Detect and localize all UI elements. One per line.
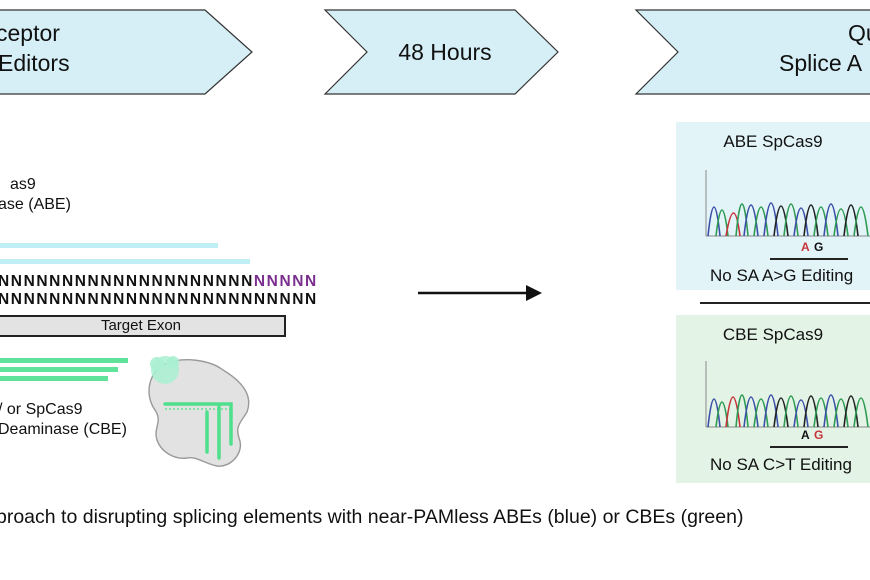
abe-result-panel: ABE SpCas9 A G No SA A>G Editing xyxy=(676,122,870,290)
cbe-panel-note: No SA C>T Editing xyxy=(710,455,852,474)
abe-base-a: A xyxy=(801,240,810,254)
cbe-guide-lines xyxy=(0,358,128,381)
target-exon-box: Target Exon xyxy=(0,315,286,337)
banner-left-line1: ceptor xyxy=(0,20,60,46)
panel-divider xyxy=(700,302,870,304)
right-arrow-icon xyxy=(418,285,542,301)
abe-panel-note: No SA A>G Editing xyxy=(710,266,854,285)
banner-right xyxy=(634,9,870,95)
abe-base-g: G xyxy=(814,240,824,254)
cbe-panel-title: CBE SpCas9 xyxy=(722,325,824,344)
banner-right-line2: Splice A xyxy=(779,50,863,76)
abe-underline xyxy=(770,258,848,260)
sequence-row-1: NNNNNNNNNNNNNNNNNNNNNNNNN xyxy=(0,273,318,291)
cbe-result-panel: CBE SpCas9 A G No SA C>T Editing xyxy=(676,315,870,483)
abe-label-line1: as9 xyxy=(10,176,36,193)
cbe-label-line2: Deaminase (CBE) xyxy=(0,421,127,438)
cbe-base-g: G xyxy=(814,428,824,442)
abe-guide-lines xyxy=(0,243,250,264)
cbe-label: / or SpCas9 Deaminase (CBE) xyxy=(0,400,127,440)
abe-label: as9 ase (ABE) xyxy=(0,175,71,215)
abe-panel-title: ABE SpCas9 xyxy=(723,132,823,151)
banner-right-text: Qu Splice A xyxy=(770,18,870,78)
banner-middle xyxy=(323,9,559,95)
cbe-underline xyxy=(770,446,848,448)
sequence-row-2: NNNNNNNNNNNNNNNNNNNNNNNNN xyxy=(0,291,318,308)
cbe-base-a: A xyxy=(801,428,810,442)
cas-protein-icon xyxy=(148,356,250,467)
process-banners xyxy=(0,9,870,95)
banner-middle-text: 48 Hours xyxy=(398,39,492,65)
banner-left xyxy=(0,9,253,95)
cbe-label-line1: / or SpCas9 xyxy=(0,401,83,418)
banner-right-line1: Qu xyxy=(848,20,870,46)
figure-caption: proach to disrupting splicing elements w… xyxy=(0,506,744,528)
abe-label-line2: ase (ABE) xyxy=(0,196,71,213)
abe-chromatogram xyxy=(705,170,870,237)
banner-left-text: ceptor Editors xyxy=(0,18,96,78)
cbe-chromatogram xyxy=(705,361,870,428)
banner-left-line2: Editors xyxy=(0,50,70,76)
sequence-row-1-purple: NNNNN xyxy=(253,273,318,290)
sequence-row-1-black: NNNNNNNNNNNNNNNNNNNN xyxy=(0,273,254,290)
